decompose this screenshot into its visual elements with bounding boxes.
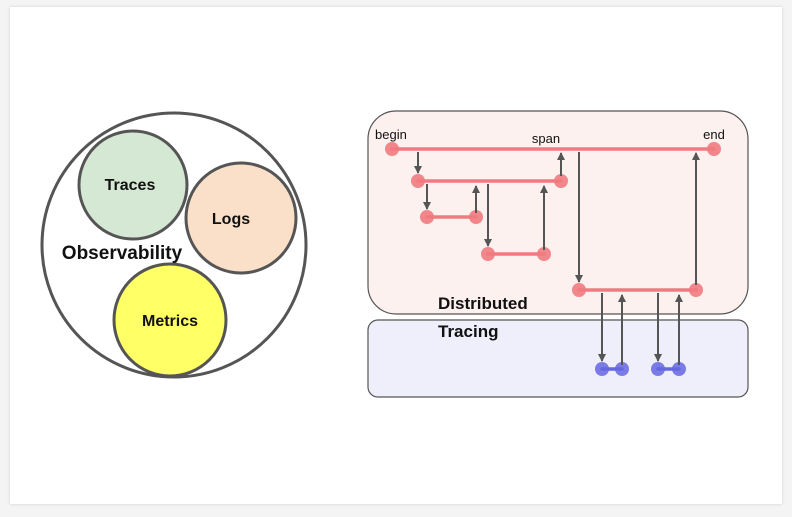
red-spans <box>390 147 716 292</box>
red-span-endpoints <box>385 142 721 297</box>
span-endpoint <box>411 174 425 188</box>
span-endpoint <box>672 362 686 376</box>
distributed-tracing-group: begin span end Distributed Tracing <box>367 110 749 398</box>
end-label: end <box>703 127 725 142</box>
span-label: span <box>532 131 560 146</box>
call-arrows <box>414 152 700 365</box>
service-box-upper <box>367 110 749 315</box>
metrics-circle <box>112 262 228 378</box>
span-endpoint <box>689 283 703 297</box>
span-endpoint <box>651 362 665 376</box>
traces-circle <box>77 129 189 241</box>
span-endpoint <box>481 247 495 261</box>
logs-circle <box>184 161 298 275</box>
begin-label: begin <box>375 127 407 142</box>
span-endpoint <box>572 283 586 297</box>
distributed-tracing-title-line1: Distributed <box>438 294 528 313</box>
span-endpoint <box>554 174 568 188</box>
span-endpoint <box>615 362 629 376</box>
metrics-label: Metrics <box>142 313 198 330</box>
logs-label: Logs <box>212 211 250 228</box>
observability-group: Traces Logs Metrics Observability <box>40 111 308 379</box>
distributed-tracing-title-line2: Tracing <box>438 322 498 341</box>
traces-label: Traces <box>105 177 156 194</box>
span-endpoint <box>595 362 609 376</box>
observability-label: Observability <box>62 243 183 264</box>
span-endpoint <box>469 210 483 224</box>
span-endpoint <box>707 142 721 156</box>
service-box-lower <box>367 319 749 398</box>
blue-span-endpoints <box>595 362 686 376</box>
span-endpoint <box>385 142 399 156</box>
span-endpoint <box>420 210 434 224</box>
span-endpoint <box>537 247 551 261</box>
